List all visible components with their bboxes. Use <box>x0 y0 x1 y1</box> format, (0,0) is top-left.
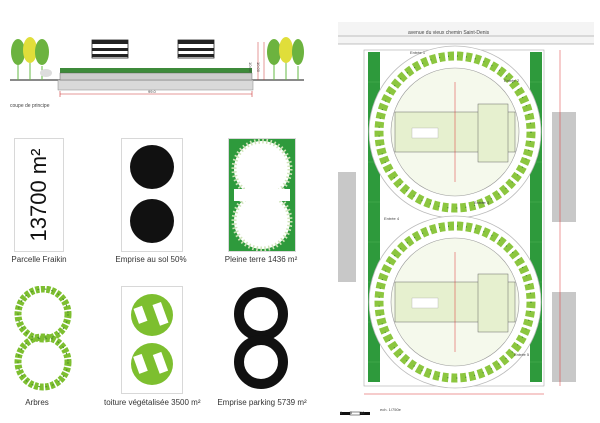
section-svg <box>10 37 304 97</box>
parcel-area-text: 13700 m² <box>26 148 51 242</box>
scale-tick-0: 0 <box>340 410 343 415</box>
panel-emprise-sol <box>121 138 183 252</box>
section-building-left <box>91 39 129 59</box>
caption-toiture: toiture végétalisée 3500 m² <box>104 398 201 407</box>
section-height-2: 10.00 <box>256 62 261 73</box>
scale-tick-10: 10 <box>360 410 365 415</box>
scale-bar <box>340 404 380 416</box>
panel-parking <box>228 286 294 392</box>
section-drawing <box>8 28 308 100</box>
entrance-5: Entrée 5 <box>514 352 530 357</box>
caption-pleine-terre: Pleine terre 1436 m² <box>224 255 298 264</box>
street-label: avenue du vieux chemin Saint-Denis <box>408 30 490 36</box>
section-dimension: 99.0 <box>148 89 156 94</box>
entrance-3: Entrée 3 <box>474 200 490 205</box>
caption-parking: Emprise parking 5739 m² <box>217 398 307 407</box>
caption-arbres: Arbres <box>25 398 49 407</box>
site-plan: avenue du vieux chemin Saint-Denis Entré… <box>338 22 594 412</box>
panel-toiture <box>121 286 183 394</box>
section-trees-left <box>11 37 52 80</box>
section-height-1: 10.00 <box>248 62 253 73</box>
panel-arbres <box>10 285 76 392</box>
entrance-1: Entrée 1 <box>410 50 426 55</box>
section-building-right <box>177 39 215 59</box>
entrance-4: Entrée 4 <box>384 216 400 221</box>
entrance-2: Entrée 2 <box>504 78 520 83</box>
section-caption: coupe de principe <box>10 103 50 109</box>
caption-parcelle: Parcelle Fraikin <box>11 255 67 264</box>
caption-emprise-sol: Emprise au sol 50% <box>115 255 187 264</box>
section-trees-right <box>267 37 304 80</box>
scale-tick-5: 5 <box>350 410 353 415</box>
panel-parcelle: 13700 m² <box>14 138 64 252</box>
scale-caption: ech. 1/750e <box>380 407 401 412</box>
panel-pleine-terre <box>228 138 296 252</box>
